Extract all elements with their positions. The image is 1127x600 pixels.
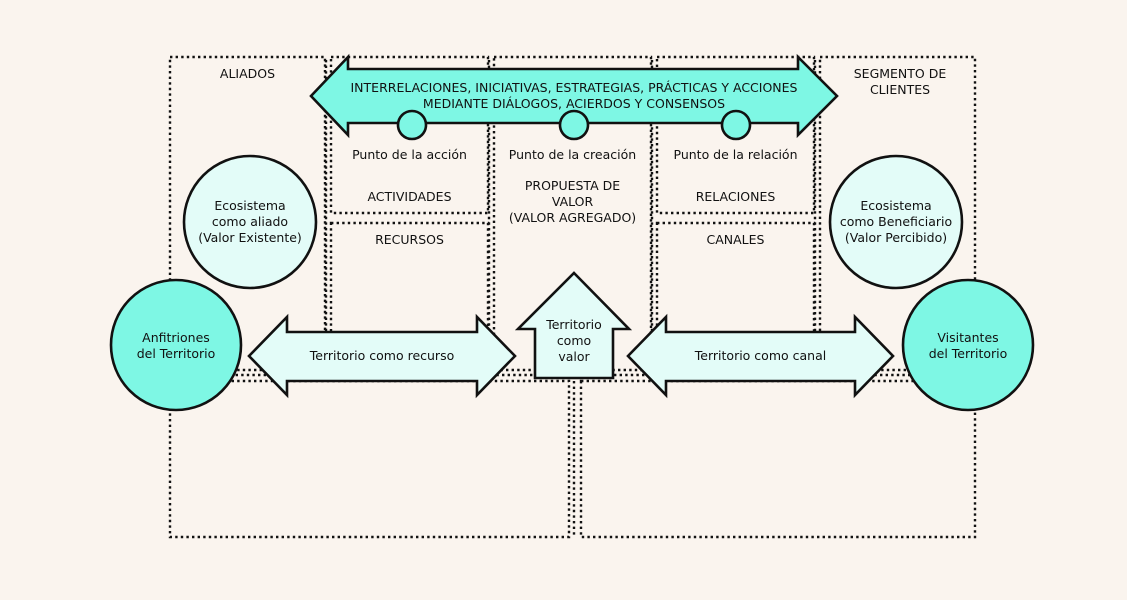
point-relacion-circle [720, 109, 752, 141]
arrow-territorio-recurso [247, 313, 517, 399]
propuesta-line-3: (VALOR AGREGADO) [508, 210, 637, 225]
anfitriones-circle [109, 278, 243, 412]
propuesta-line-1: PROPUESTA DE [524, 178, 621, 193]
block-costos [168, 379, 571, 539]
block-aliados [168, 55, 327, 377]
label-punto-creacion: Punto de la creación [508, 147, 637, 162]
segmento-line-1: SEGMENTO DE [853, 66, 947, 81]
point-creacion-circle [558, 109, 590, 141]
label-anfitriones: Anfitriones del Territorio [111, 330, 241, 362]
label-canales: CANALES [706, 232, 765, 247]
label-ecosistema-beneficiario: Ecosistema como Beneficiario (Valor Perc… [830, 198, 962, 246]
block-ingresos [579, 379, 977, 539]
ecosistema-aliado-line-2: como aliado [211, 214, 289, 229]
banner-double-arrow [309, 53, 839, 139]
ecosistema-beneficiario-line-1: Ecosistema [860, 198, 932, 213]
anfitriones-line-2: del Territorio [136, 346, 216, 361]
block-segmento [818, 55, 977, 377]
block-relaciones [655, 55, 816, 215]
label-actividades: ACTIVIDADES [367, 189, 452, 204]
valor-line-3: valor [558, 349, 590, 364]
label-territorio-canal: Territorio como canal [694, 348, 827, 363]
label-punto-accion: Punto de la acción [352, 147, 467, 162]
block-propuesta [492, 55, 653, 377]
visitantes-line-2: del Territorio [928, 346, 1008, 361]
label-relaciones: RELACIONES [695, 189, 776, 204]
valor-line-1: Territorio [546, 317, 602, 332]
banner-line-1: INTERRELACIONES, INICIATIVAS, ESTRATEGIA… [350, 80, 798, 95]
point-accion-circle [396, 109, 428, 141]
block-actividades [329, 55, 490, 215]
ecosistema-aliado-line-1: Ecosistema [214, 198, 286, 213]
label-punto-relacion: Punto de la relación [673, 147, 798, 162]
label-aliados: ALIADOS [219, 66, 276, 81]
label-segmento: SEGMENTO DE CLIENTES [820, 66, 980, 98]
arrow-territorio-canal [626, 313, 895, 399]
label-propuesta: PROPUESTA DE VALOR (VALOR AGREGADO) [494, 178, 651, 226]
label-territorio-valor: Territorio como valor [535, 317, 613, 365]
ecosistema-aliado-line-3: (Valor Existente) [198, 230, 302, 245]
label-territorio-recurso: Territorio como recurso [309, 348, 455, 363]
label-visitantes: Visitantes del Territorio [903, 330, 1033, 362]
ecosistema-beneficiario-line-2: como Beneficiario [839, 214, 953, 229]
propuesta-line-2: VALOR [551, 194, 594, 209]
visitantes-line-1: Visitantes [937, 330, 999, 345]
ecosistema-beneficiario-circle [828, 154, 964, 290]
label-recursos: RECURSOS [375, 232, 444, 247]
banner-line-2: MEDIANTE DIÁLOGOS, ACIERDOS Y CONSENSOS [422, 96, 726, 111]
arrow-territorio-valor [514, 271, 633, 380]
valor-line-2: como [556, 333, 592, 348]
anfitriones-line-1: Anfitriones [142, 330, 210, 345]
ecosistema-beneficiario-line-3: (Valor Percibido) [844, 230, 948, 245]
visitantes-circle [901, 278, 1035, 412]
label-ecosistema-aliado: Ecosistema como aliado (Valor Existente) [184, 198, 316, 246]
banner-text: INTERRELACIONES, INICIATIVAS, ESTRATEGIA… [311, 80, 837, 112]
segmento-line-2: CLIENTES [869, 82, 931, 97]
ecosistema-aliado-circle [182, 154, 318, 290]
